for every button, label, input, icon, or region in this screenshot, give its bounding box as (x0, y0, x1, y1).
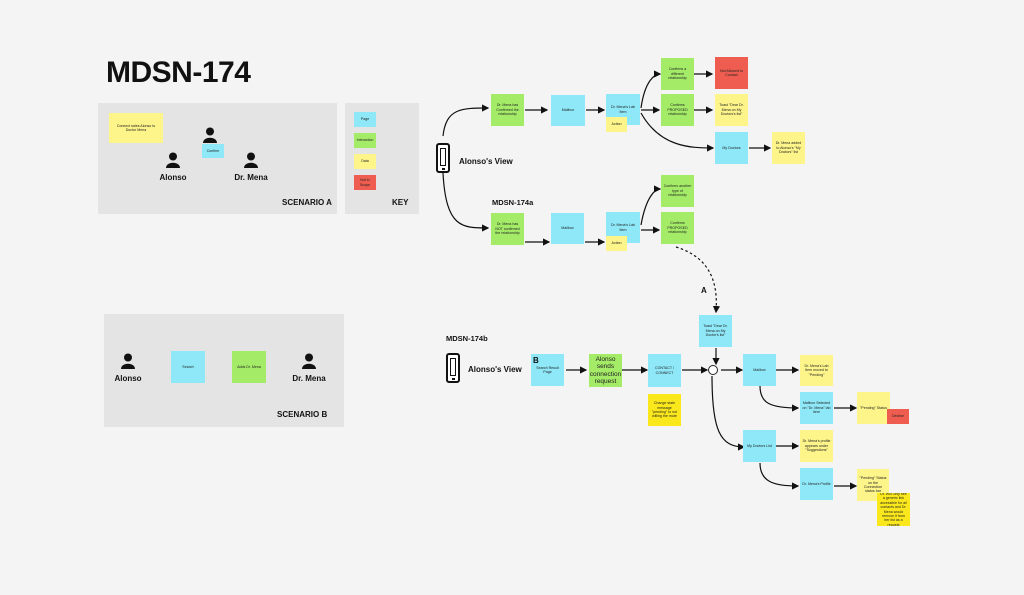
key-label: KEY (392, 198, 409, 207)
person-icon (121, 353, 135, 369)
flow-note: Confirms another type of relationship (661, 175, 694, 207)
flow-note: Mailbox Selected on "Dr. Mena" lab item (800, 392, 833, 424)
section-b-label: MDSN-174b (446, 334, 488, 343)
section-b-view-label: Alonso's View (468, 365, 522, 374)
scenario-a-label: SCENARIO A (282, 198, 332, 207)
flow-note: My Doctors List (743, 430, 776, 462)
flow-note: Not Allowed to Contact (715, 57, 748, 89)
badge-b: B (533, 356, 539, 365)
key-interaction: Interaction (354, 133, 376, 148)
key-not-in-scope: Not in Scope (354, 175, 376, 190)
flow-note: Alonso sends connection request (589, 354, 622, 387)
phone-icon (446, 353, 460, 383)
flow-note: Dr. Mena's Lab Item moved to "Pending" (800, 355, 833, 386)
flow-note: Dr. Mena has NOT confirmed the relations… (491, 213, 524, 245)
actor-name: Alonso (114, 374, 142, 383)
page-title: MDSN-174 (106, 56, 251, 89)
flow-note: Mailbox (551, 213, 584, 244)
flow-note: Change state message "pending" to not wi… (648, 394, 681, 426)
scenario-b-label: SCENARIO B (277, 410, 328, 419)
flow-note: Decline (887, 409, 909, 424)
flow-note: "Pending" Status (857, 392, 890, 424)
section-a-label: MDSN-174a (492, 198, 534, 207)
phone-icon (436, 143, 450, 173)
flow-note: CONTACT / CONNECT (648, 354, 681, 387)
scenario-b-adds-dr-mena: Adds Dr. Mena (232, 351, 266, 383)
flow-note: Confirms PROPOSED relationship (661, 94, 694, 126)
flow-note: Dr. Mena's profile appears under "Sugges… (800, 430, 833, 462)
scenario-b-search: Search (171, 351, 205, 383)
flow-note: Search Result Page (531, 354, 564, 386)
flow-note: Mailbox (551, 95, 585, 126)
key-data: Data (354, 154, 376, 169)
key-page: Page (354, 112, 376, 127)
person-icon (244, 152, 258, 168)
person-icon (203, 127, 217, 143)
flow-note: Confirms PROPOSED relationship (661, 212, 694, 244)
scenario-a-connector-label: Confirm (202, 144, 224, 158)
scenario-a-actor-dr-mena: Dr. Mena (231, 152, 271, 182)
flow-note: My Doctors (715, 132, 748, 164)
scenario-b-actor-alonso: Alonso (113, 353, 143, 383)
actor-name: Dr. Mena (292, 374, 326, 383)
actor-name: Alonso (159, 173, 187, 182)
flow-note: Dr. Mena added to Alonso's "My Doctors" … (772, 132, 805, 164)
connector-a-label: A (701, 286, 707, 295)
flow-note: Action (606, 236, 627, 251)
flow-note: Toast "Dear Dr. Mena on My Doctor's list… (699, 315, 732, 347)
person-icon (166, 152, 180, 168)
top-view-label: Alonso's View (459, 157, 513, 166)
flow-note: Mailbox (743, 354, 776, 386)
flow-note: Toast "Dear Dr. Mena on My Doctors's lis… (715, 94, 748, 126)
flow-note: Dr. Will Only see a generic link accessi… (877, 493, 910, 526)
flow-note: Confirms a different relationship (661, 58, 694, 90)
person-icon (302, 353, 316, 369)
flow-note: Dr. Mena's Profile (800, 468, 833, 500)
scenario-b-panel (104, 314, 344, 427)
flow-note: Dr. Mena has Confirmed the relationship (491, 94, 524, 126)
scenario-a-note: Connect sales Alonso to Doctor Mena (109, 113, 163, 143)
scenario-b-actor-dr-mena: Dr. Mena (289, 353, 329, 383)
scenario-a-actor-alonso: Alonso (158, 152, 188, 182)
flow-junction (708, 365, 718, 375)
actor-name: Dr. Mena (234, 173, 268, 182)
flow-note: Action (606, 117, 627, 132)
